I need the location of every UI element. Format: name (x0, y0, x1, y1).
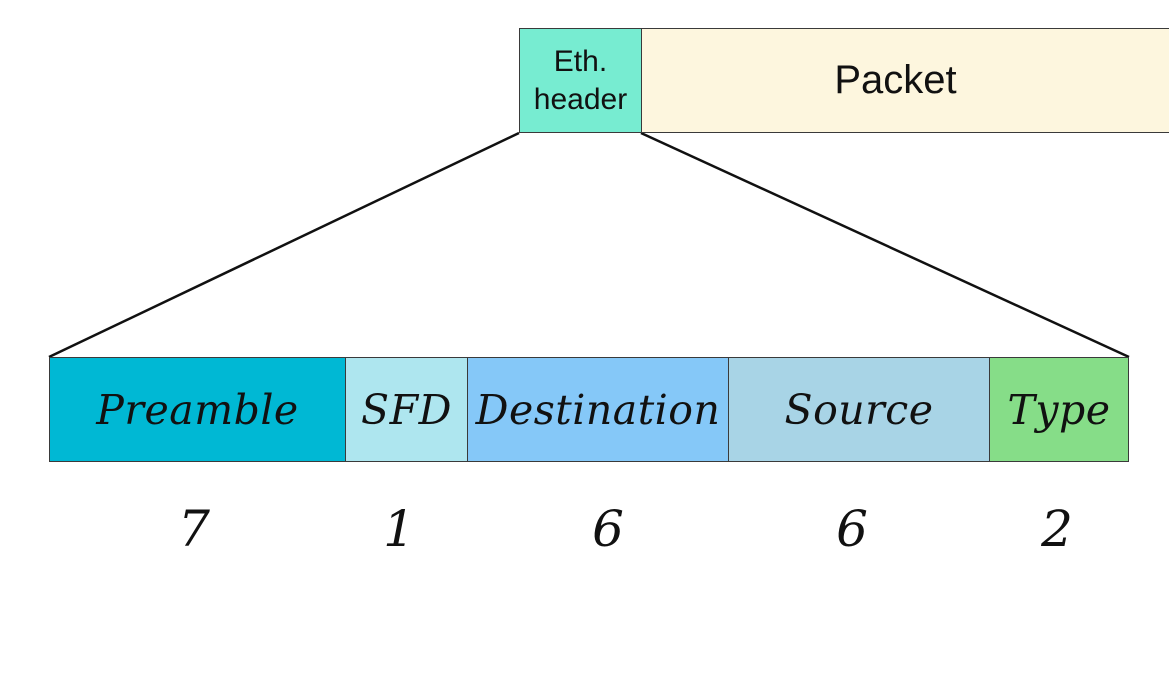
right-connector-line (640, 131, 1130, 359)
field-sfd-label: SFD (361, 385, 452, 434)
field-destination: Destination (468, 357, 729, 462)
field-source-label: Source (784, 385, 934, 434)
size-sfd: 1 (383, 500, 415, 558)
field-destination-label: Destination (475, 385, 721, 434)
header-fields-row: Preamble SFD Destination Source Type (49, 357, 1129, 462)
eth-header-box: Eth. header (519, 28, 642, 133)
packet-box: Packet (641, 28, 1169, 133)
size-type: 2 (1041, 500, 1073, 558)
field-type-label: Type (1007, 385, 1111, 434)
eth-header-label-line1: Eth. (553, 44, 608, 78)
eth-header-label-line2: header (533, 82, 628, 116)
field-type: Type (990, 357, 1129, 462)
field-source: Source (729, 357, 990, 462)
field-sizes-row: 7 1 6 6 2 (0, 497, 1169, 567)
size-source: 6 (836, 500, 868, 558)
size-preamble: 7 (178, 500, 210, 558)
field-preamble-label: Preamble (96, 385, 299, 434)
size-destination: 6 (592, 500, 624, 558)
field-preamble: Preamble (49, 357, 346, 462)
packet-label: Packet (834, 58, 957, 102)
field-sfd: SFD (346, 357, 468, 462)
left-connector-line (48, 131, 520, 359)
